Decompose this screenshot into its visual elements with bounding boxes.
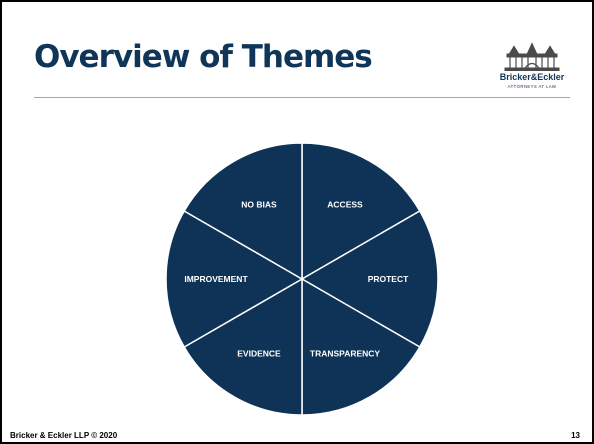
pie-segment-transparency: [301, 277, 421, 416]
slide-number: 13: [571, 431, 580, 440]
bricker-eckler-logo: Bricker&Eckler ATTORNEYS AT LAW: [495, 40, 569, 92]
title-divider: [34, 97, 570, 98]
courthouse-icon: Bricker&Eckler ATTORNEYS AT LAW: [500, 42, 565, 89]
pie-segment-no-bias: [183, 142, 303, 281]
slide-title: Overview of Themes: [34, 39, 373, 75]
logo-tagline: ATTORNEYS AT LAW: [508, 84, 557, 89]
themes-pie-diagram: ACCESS PROTECT TRANSPARENCY EVIDENCE IMPROVE…: [165, 142, 439, 416]
pie-label-improvement: IMPROVEMENT: [184, 274, 248, 284]
pie-label-no-bias: NO BIAS: [241, 200, 277, 210]
pie-segment-evidence: [183, 277, 303, 416]
pie-segment-improvement: [165, 209, 304, 349]
pie-segment-protect: [300, 209, 439, 349]
pie-label-evidence: EVIDENCE: [237, 348, 281, 358]
footer-copyright: Bricker & Eckler LLP © 2020: [10, 431, 118, 440]
pie-label-protect: PROTECT: [368, 274, 409, 284]
logo-name: Bricker&Eckler: [500, 72, 565, 82]
pie-label-transparency: TRANSPARENCY: [310, 348, 381, 358]
pie-label-access: ACCESS: [327, 200, 363, 210]
pie-segment-access: [301, 142, 421, 281]
